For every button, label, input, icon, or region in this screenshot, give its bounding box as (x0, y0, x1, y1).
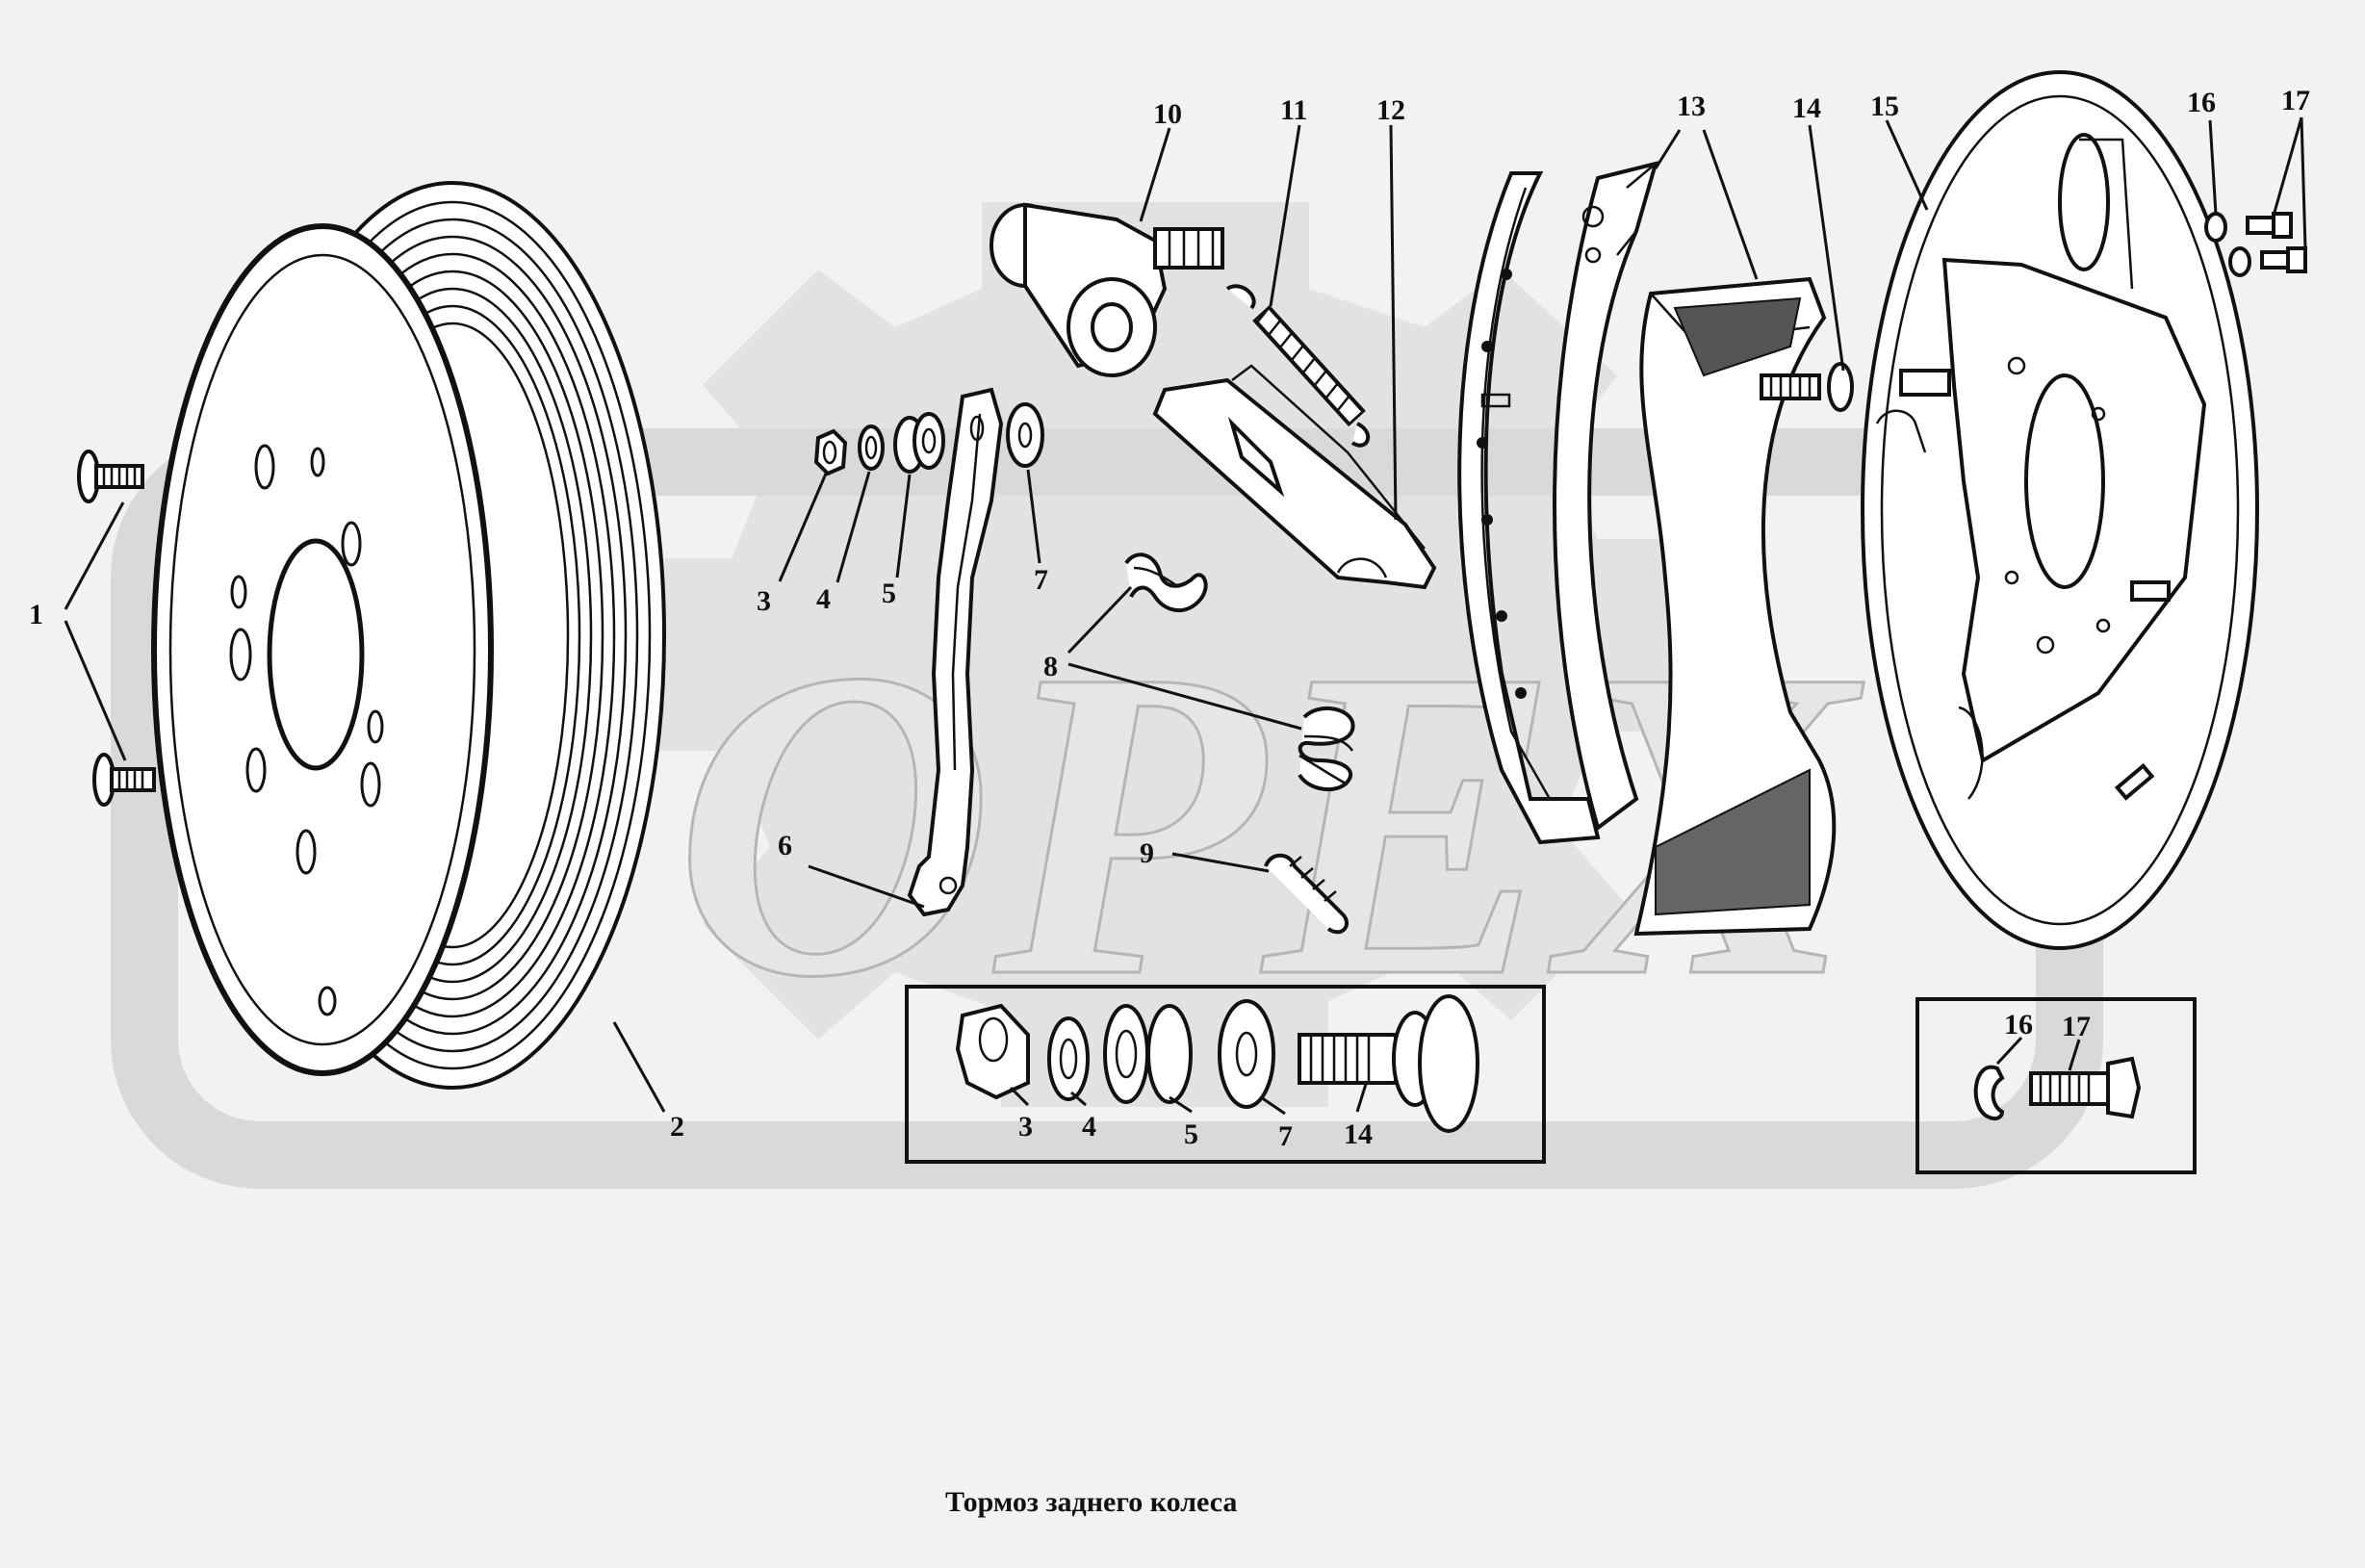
wheel-cylinder-part-10 (990, 202, 1224, 377)
brake-lining-part-13 (1633, 276, 1837, 937)
callout-16: 16 (2187, 87, 2216, 118)
callout-6: 6 (778, 830, 792, 861)
brake-shoe-part-13 (1457, 161, 1658, 845)
spring-washer-inset (1047, 1016, 1090, 1101)
nut-part-3 (813, 428, 848, 476)
callout-7: 7 (1034, 564, 1048, 596)
inset-callout-16: 16 (2004, 1009, 2033, 1041)
washer-inset (1218, 999, 1275, 1109)
bushing-part-5 (893, 412, 945, 474)
screw-part-1-top (77, 450, 144, 503)
spring-part-9 (1264, 853, 1349, 935)
screw-part-1-bottom (92, 753, 156, 807)
spring-part-8-bottom (1298, 706, 1355, 792)
inset-callout-17: 17 (2062, 1011, 2091, 1042)
callout-1: 1 (29, 599, 43, 630)
pin-inset (1298, 994, 1479, 1133)
bushing-inset (1103, 1004, 1193, 1104)
washer-part-16-top (2204, 212, 2251, 277)
spring-part-11 (1225, 284, 1371, 448)
spring-part-8-top (1124, 553, 1208, 612)
callout-11: 11 (1280, 94, 1307, 126)
diagram-caption: Тормоз заднего колеса (945, 1486, 1237, 1518)
callout-17: 17 (2281, 85, 2310, 116)
lever-part-6 (907, 387, 1004, 917)
bolt-17-inset (2029, 1056, 2142, 1119)
callout-numbers: 1 2 3 4 5 6 7 8 9 10 11 12 13 14 15 16 1… (29, 85, 2310, 1152)
callout-13: 13 (1677, 90, 1706, 122)
inset-callout-3: 3 (1018, 1111, 1033, 1143)
callout-12: 12 (1376, 94, 1405, 126)
bolt-part-17-top (2246, 212, 2307, 273)
leader-lines (64, 116, 2307, 1116)
washer-part-7 (1006, 402, 1044, 468)
callout-4: 4 (816, 583, 831, 615)
callout-14: 14 (1792, 92, 1821, 124)
callout-8: 8 (1043, 651, 1058, 682)
strut-part-12 (1152, 364, 1437, 590)
callout-3: 3 (757, 585, 771, 617)
inset-callout-5: 5 (1184, 1118, 1198, 1150)
callout-15: 15 (1870, 90, 1899, 122)
spring-washer-part-4 (858, 424, 885, 471)
callout-5: 5 (882, 578, 896, 609)
callout-2: 2 (670, 1111, 684, 1143)
inset-callout-14: 14 (1344, 1118, 1373, 1150)
inset-callout-4: 4 (1082, 1111, 1096, 1143)
backing-plate-part-15 (1861, 70, 2259, 950)
inset-box-right (1915, 997, 2197, 1174)
pin-part-14 (1760, 362, 1854, 412)
washer-16-inset (1973, 1065, 2005, 1121)
inset-callout-7: 7 (1278, 1120, 1293, 1152)
inset-box-left (905, 985, 1546, 1164)
brake-drum (151, 181, 666, 1090)
callout-9: 9 (1140, 837, 1154, 869)
callout-10: 10 (1153, 98, 1182, 130)
